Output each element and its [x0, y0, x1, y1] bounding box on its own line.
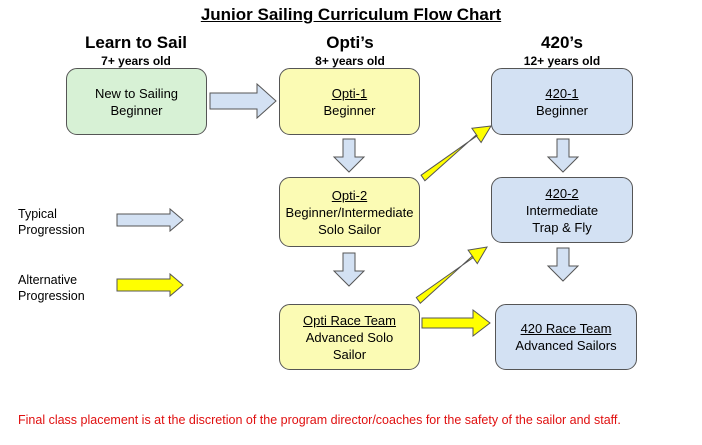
typical-arrow-4201-to-4202 — [546, 138, 580, 173]
column-age: 7+ years old — [101, 54, 171, 68]
box-new-to-sailing: New to Sailing Beginner — [66, 68, 207, 135]
alternative-arrow-optirace-to-420race — [421, 308, 491, 338]
legend-line: Alternative — [18, 273, 78, 287]
box-line: Advanced Solo — [305, 329, 394, 345]
legend-alternative-label: Alternative Progression — [18, 272, 85, 304]
box-line: Beginner/Intermediate — [285, 204, 414, 220]
box-420-2: 420-2 Intermediate Trap & Fly — [491, 177, 633, 243]
box-opti-race-team: Opti Race Team Advanced Solo Sailor — [279, 304, 420, 370]
box-opti-2: Opti-2 Beginner/Intermediate Solo Sailor — [279, 177, 420, 247]
box-line: Beginner — [535, 102, 589, 118]
box-line: Beginner — [323, 102, 376, 118]
typical-arrow-new-to-opti1 — [209, 82, 277, 120]
legend-typical-arrow — [116, 207, 184, 233]
box-name: Opti Race Team — [303, 312, 396, 328]
box-line: Intermediate — [525, 202, 599, 218]
legend-line: Progression — [18, 223, 85, 237]
legend-line: Typical — [18, 207, 57, 221]
box-name: Opti-2 — [331, 187, 368, 203]
box-420-1: 420-1 Beginner — [491, 68, 633, 135]
typical-arrow-4202-to-420race — [546, 247, 580, 282]
legend-line: Progression — [18, 289, 85, 303]
box-opti-1: Opti-1 Beginner — [279, 68, 420, 135]
box-line: Solo Sailor — [318, 221, 381, 237]
typical-arrow-opti2-to-optirace — [332, 252, 366, 287]
column-heading: Opti’s — [326, 33, 374, 52]
box-line: Sailor — [332, 346, 367, 362]
box-line: New to Sailing — [94, 85, 179, 101]
legend-alternative-arrow — [116, 272, 184, 298]
box-line: Trap & Fly — [532, 219, 592, 235]
box-line: Beginner — [110, 102, 163, 118]
column-age: 8+ years old — [315, 54, 385, 68]
legend-typical-label: Typical Progression — [18, 206, 85, 238]
alternative-arrow-optirace-to-4202 — [415, 246, 488, 304]
box-line: Advanced Sailors — [515, 338, 617, 353]
box-name: 420 Race Team — [520, 321, 612, 336]
column-heading: Learn to Sail — [84, 33, 188, 52]
column-header-420s: 420’s 12+ years old — [492, 32, 632, 69]
column-header-optis: Opti’s 8+ years old — [280, 32, 420, 69]
box-name: Opti-1 — [331, 85, 368, 101]
box-name: 420-2 — [545, 185, 579, 201]
page-title: Junior Sailing Curriculum Flow Chart — [200, 5, 502, 24]
column-heading: 420’s — [541, 33, 583, 52]
column-header-learn-to-sail: Learn to Sail 7+ years old — [66, 32, 206, 69]
typical-arrow-opti1-to-opti2 — [332, 138, 366, 173]
footer-disclaimer: Final class placement is at the discreti… — [18, 413, 621, 427]
column-age: 12+ years old — [523, 54, 601, 68]
alternative-arrow-opti2-to-4201 — [420, 125, 492, 182]
box-420-race-team: 420 Race Team Advanced Sailors — [495, 304, 637, 370]
box-name: 420-1 — [545, 85, 579, 101]
